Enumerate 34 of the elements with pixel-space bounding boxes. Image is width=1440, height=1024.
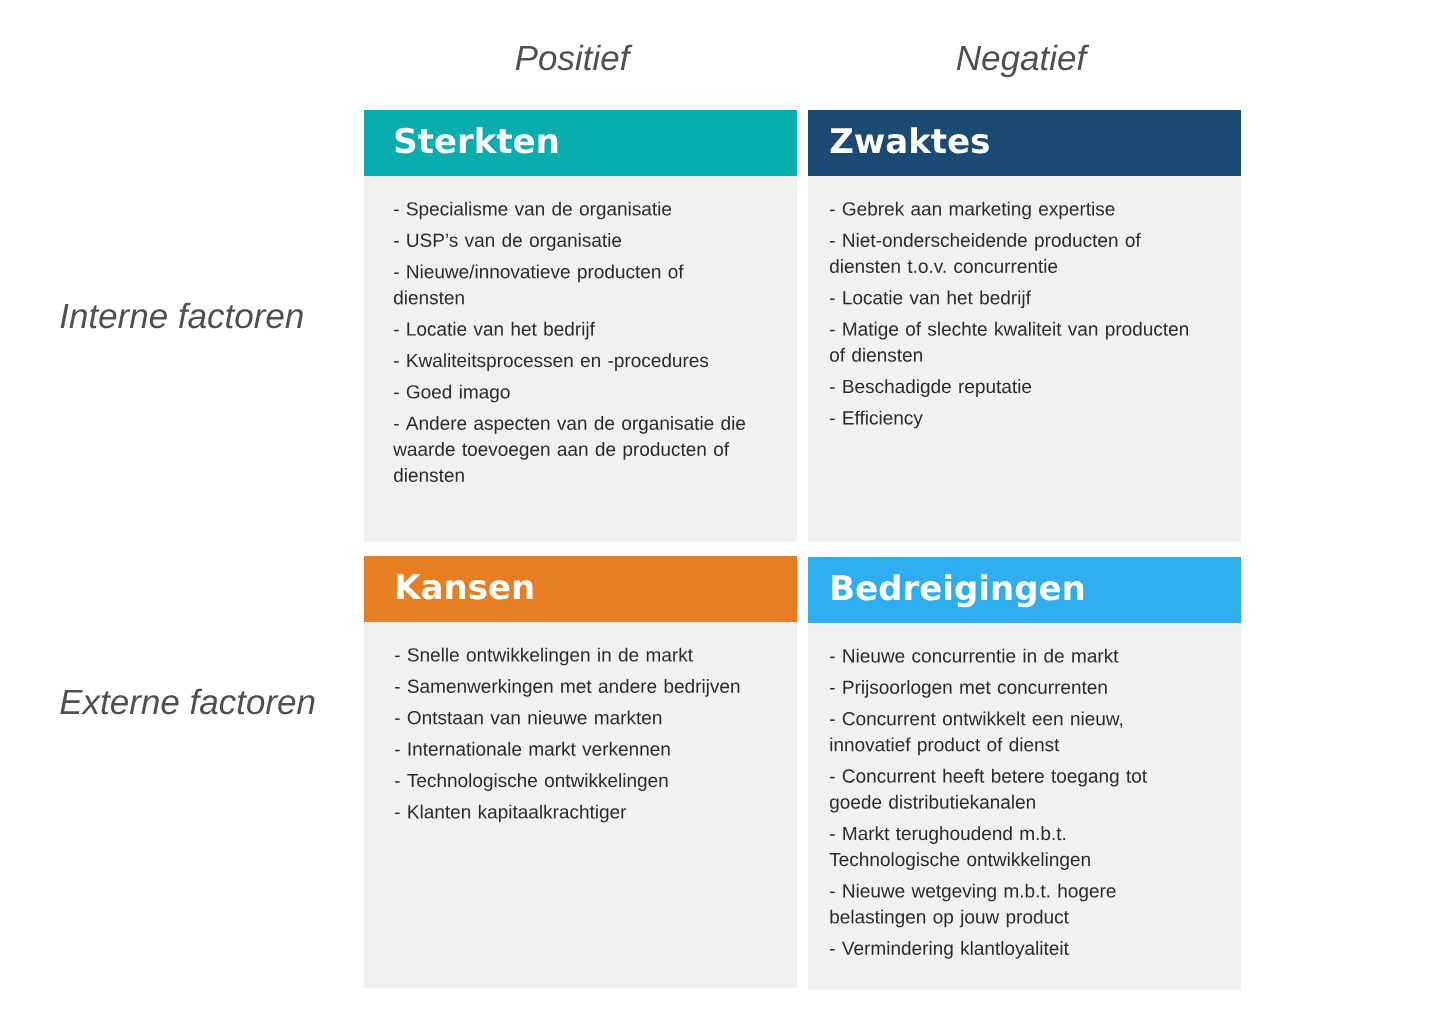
header-band: Kansen — [364, 556, 797, 622]
list-item: - Concurrent heeft betere toegang tot goede distributiekanalen — [830, 768, 1147, 813]
list-item: - Matige of slechte kwaliteit van producten of diensten — [830, 321, 1188, 362]
column-heading: Positief — [515, 44, 633, 71]
list-item: - Gebrek aan marketing expertise — [830, 201, 1115, 220]
list-item: - Andere aspecten van de organisatie die waarde toevoegen aan de producten of diensten — [393, 416, 746, 482]
list-item: - Vermindering klantloyaliteit — [830, 941, 1069, 959]
list-item: - Technologische ontwikkelingen — [395, 773, 668, 791]
list-item: - Samenwerkingen met andere bedrijven — [395, 679, 740, 697]
list-item: - Locatie van het bedrijf — [830, 290, 1031, 309]
list-item: - Locatie van het bedrijf — [394, 321, 595, 340]
column-heading: Negatief — [956, 44, 1090, 78]
list-item: - Concurrent ontwikkelt een nieuw, innovatief product of dienst — [830, 711, 1123, 756]
list-item: - Goed imago — [394, 384, 510, 403]
list-item: - Nieuwe wetgeving m.b.t. hogere belastingen op jouw product — [830, 883, 1116, 928]
list-item: - USP’s van de organisatie — [394, 233, 622, 251]
list-item: - Efficiency — [830, 410, 923, 429]
list-item: - Ontstaan van nieuwe markten — [395, 710, 662, 725]
row-heading: Interne factoren — [60, 302, 303, 329]
list-item: - Internationale markt verkennen — [395, 741, 670, 756]
list-item: - Klanten kapitaalkrachtiger — [395, 804, 627, 823]
list-item: - Kwaliteitsprocessen en -procedures — [394, 353, 709, 371]
header-band: Bedreigingen — [808, 557, 1241, 623]
list-item: - Nieuwe concurrentie in de markt — [830, 648, 1119, 663]
header-band: Sterkten — [364, 110, 797, 176]
list-item: - Snelle ontwikkelingen in de markt — [395, 647, 693, 666]
list-item: - Prijsoorlogen met concurrenten — [830, 680, 1107, 698]
list-item: - Beschadigde reputatie — [830, 379, 1032, 397]
list-item: - Nieuwe/innovatieve producten of diensten — [394, 264, 684, 305]
list-item: - Specialisme van de organisatie — [394, 201, 672, 220]
row-heading: Externe factoren — [60, 688, 315, 715]
header-band: Zwaktes — [808, 110, 1241, 176]
list-item: - Niet-onderscheidende producten of diensten t.o.v. concurrentie — [830, 233, 1141, 273]
list-item: - Markt terughoudend m.b.t. Technologische ontwikkelingen — [829, 826, 1090, 870]
